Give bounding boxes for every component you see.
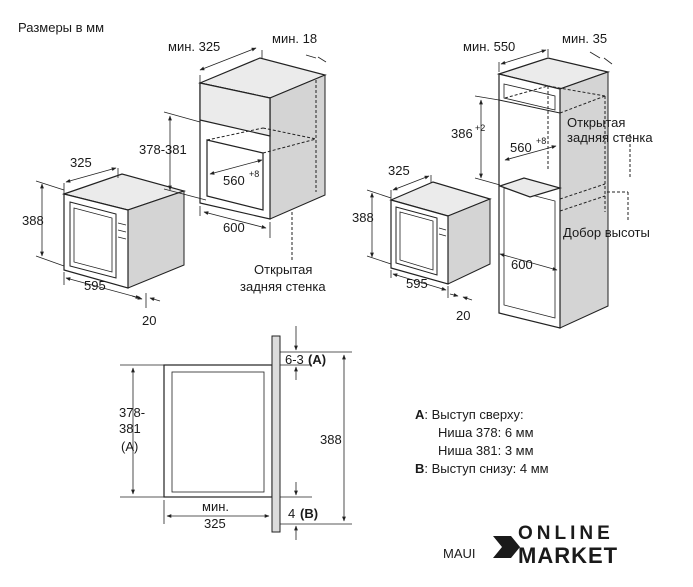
microwave-right — [389, 181, 492, 285]
logo-arrow-icon — [493, 536, 520, 558]
brand-logo: ONLINE MARKET — [493, 523, 618, 568]
microwave-left-side — [128, 191, 184, 288]
dim-tall-outer-width-line — [499, 253, 558, 271]
dim-wall-outer-width-line — [203, 211, 267, 229]
dim-tall-niche-height: 386 — [451, 126, 473, 141]
model-code: MAUI — [443, 546, 476, 561]
dim-right-depth: 325 — [388, 163, 410, 178]
tall-height-label: Добор высоты — [563, 225, 650, 240]
brand-line-1: ONLINE — [518, 523, 614, 544]
tall-back-label-1: Открытая — [567, 115, 625, 130]
note-a-key: A — [415, 407, 425, 422]
dim-section-total: 388 — [320, 432, 342, 447]
dim-left-width: 595 — [84, 278, 106, 293]
dim-section-top-gap: 6-3 — [285, 352, 304, 367]
wall-cabinet-niche — [206, 139, 264, 211]
dim-wall-outer-width: 600 — [223, 220, 245, 235]
dim-tall-outer-width: 600 — [511, 257, 533, 272]
tall-back-label-2: задняя стенка — [567, 130, 653, 145]
dim-section-bottom-gap: 4 — [288, 506, 295, 521]
microwave-right-front — [390, 199, 449, 285]
svg-text:B: Выступ снизу: 4 мм: B: Выступ снизу: 4 мм — [415, 461, 549, 476]
page-title: Размеры в мм — [18, 20, 104, 35]
section-view — [163, 335, 281, 533]
section-front-panel — [271, 335, 281, 533]
dim-tall-inner-width-tol: +8 — [536, 136, 546, 146]
dim-right-height: 388 — [352, 210, 374, 225]
dim-wall-min-depth-line — [199, 47, 257, 71]
dim-tall-min-depth-line — [500, 49, 547, 65]
dim-tall-inner-width-line — [504, 145, 557, 161]
dim-section-depth-2: 325 — [204, 516, 226, 531]
dim-left-height: 388 — [22, 213, 44, 228]
note-b-text: : Выступ снизу: 4 мм — [424, 461, 548, 476]
note-a-text: : Выступ сверху: — [424, 407, 523, 422]
note-a-378: Ниша 378: 6 мм — [438, 425, 534, 440]
dim-section-niche-1: 378- — [119, 405, 145, 420]
brand-line-2: MARKET — [518, 543, 618, 568]
wall-cabinet — [197, 57, 327, 220]
wall-cabinet-upper-box — [199, 82, 271, 137]
dim-right-width: 595 — [406, 276, 428, 291]
wall-back-label-2: задняя стенка — [240, 279, 326, 294]
dim-section-top-gap-ref: (A) — [308, 352, 326, 367]
dim-wall-inner-width-line — [209, 159, 263, 175]
dim-tall-inner-width: 560 — [510, 140, 532, 155]
dim-wall-min-depth: мин. 325 — [168, 39, 220, 54]
dim-tall-min-side: мин. 35 — [562, 31, 607, 46]
tall-cabinet — [496, 57, 611, 329]
dim-section-niche-ref: (A) — [121, 439, 138, 454]
microwave-left — [61, 173, 187, 289]
svg-text:A: Выступ сверху:: A: Выступ сверху: — [415, 407, 524, 422]
dim-wall-niche-height: 378-381 — [139, 142, 187, 157]
dim-section-depth-1: мин. — [202, 499, 229, 514]
dim-right-frame: 20 — [456, 308, 470, 323]
dim-tall-niche-height-tol: +2 — [475, 123, 485, 133]
dim-left-frame: 20 — [142, 313, 156, 328]
dim-wall-min-side: мин. 18 — [272, 31, 317, 46]
tall-cabinet-shelf — [498, 177, 563, 198]
dim-section-bottom-gap-ref: (B) — [300, 506, 318, 521]
dim-right-width-line — [392, 273, 447, 291]
note-a-381: Ниша 381: 3 мм — [438, 443, 534, 458]
wall-back-label-1: Открытая — [254, 262, 312, 277]
dim-left-width-line — [65, 277, 141, 299]
tall-cabinet-front — [498, 73, 561, 329]
notes: A: Выступ сверху: Ниша 378: 6 мм Ниша 38… — [415, 407, 549, 476]
dim-wall-inner-width-tol: +8 — [249, 169, 259, 179]
dim-section-niche-2: 381 — [119, 421, 141, 436]
section-microwave — [163, 364, 273, 498]
dim-tall-min-depth: мин. 550 — [463, 39, 515, 54]
note-b-key: B — [415, 461, 424, 476]
dim-wall-inner-width: 560 — [223, 173, 245, 188]
dim-left-depth: 325 — [70, 155, 92, 170]
dim-right-depth-line — [392, 175, 430, 191]
dim-left-depth-line — [65, 167, 117, 183]
